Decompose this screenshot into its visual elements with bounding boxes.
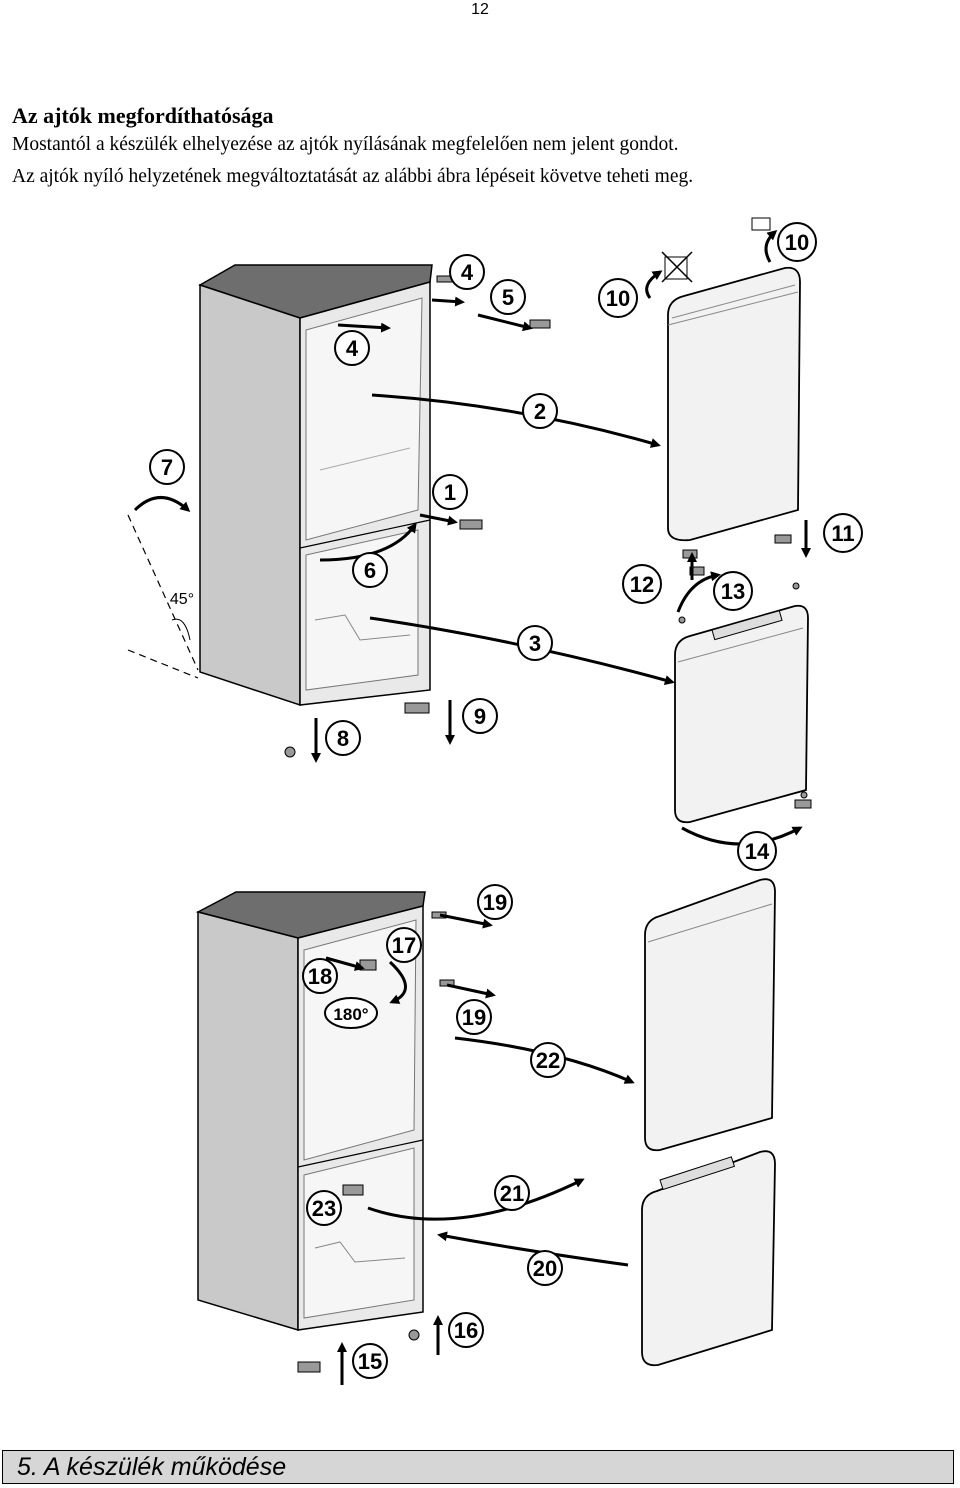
step-label-2: 2 xyxy=(534,399,546,424)
paragraph-line-1: Mostantól a készülék elhelyezése az ajtó… xyxy=(12,134,679,155)
upper-door-bottom xyxy=(644,878,776,1152)
step-label-4b: 4 xyxy=(461,260,474,285)
step-label-21: 21 xyxy=(500,1181,524,1206)
step-label-7: 7 xyxy=(161,455,173,480)
step-label-13: 13 xyxy=(721,579,745,604)
step-label-17: 17 xyxy=(392,933,416,958)
fridge-bottom xyxy=(195,891,426,1332)
step-label-10b: 10 xyxy=(785,230,809,255)
step-label-18: 18 xyxy=(308,964,332,989)
page-title: Az ajtók megfordíthatósága xyxy=(12,103,274,128)
cross-sign xyxy=(661,217,771,283)
angle-180-badge: 180° xyxy=(324,997,378,1029)
hinge-parts-bottom xyxy=(297,911,455,1373)
step-label-16: 16 xyxy=(454,1318,478,1343)
step-label-15: 15 xyxy=(358,1349,382,1374)
upper-door-top xyxy=(667,266,801,542)
step-label-8: 8 xyxy=(337,726,349,751)
step-label-1: 1 xyxy=(444,480,456,505)
step-label-19a: 19 xyxy=(483,890,507,915)
paragraph-line-2: Az ajtók nyíló helyzetének megváltoztatá… xyxy=(12,166,694,187)
step-labels-top: 1 2 3 4 4 5 6 7 8 9 10 10 11 12 13 14 xyxy=(149,222,863,871)
lower-door-top xyxy=(674,604,809,824)
step-label-6: 6 xyxy=(364,558,376,583)
step-label-19b: 19 xyxy=(462,1005,486,1030)
section-heading-bar: 5. A készülék működése xyxy=(2,1450,954,1484)
step-label-23: 23 xyxy=(312,1196,336,1221)
step-arrows-top xyxy=(133,230,811,846)
angle-label-45: 45° xyxy=(170,591,194,608)
fridge-top xyxy=(198,264,433,707)
step-label-12: 12 xyxy=(630,572,654,597)
angle-45-marker xyxy=(127,514,199,679)
section-heading: 5. A készülék működése xyxy=(17,1453,287,1481)
lower-door-bottom xyxy=(641,1150,776,1367)
hinge-parts xyxy=(284,275,812,809)
step-label-9: 9 xyxy=(474,704,486,729)
step-label-3: 3 xyxy=(529,631,541,656)
angle-label-180: 180° xyxy=(333,1005,368,1024)
step-label-4a: 4 xyxy=(346,336,359,361)
step-label-11: 11 xyxy=(831,521,854,546)
step-label-5: 5 xyxy=(502,285,514,310)
door-reversal-diagram: 1 2 3 4 4 5 6 7 8 9 10 10 11 12 13 14 45… xyxy=(127,217,863,1385)
page-number: 12 xyxy=(471,1,489,18)
step-label-20: 20 xyxy=(533,1256,557,1281)
step-label-10a: 10 xyxy=(606,286,630,311)
step-label-14: 14 xyxy=(745,839,770,864)
step-labels-bottom: 15 16 17 18 19 19 20 21 22 23 xyxy=(302,884,566,1379)
step-label-22: 22 xyxy=(536,1048,560,1073)
